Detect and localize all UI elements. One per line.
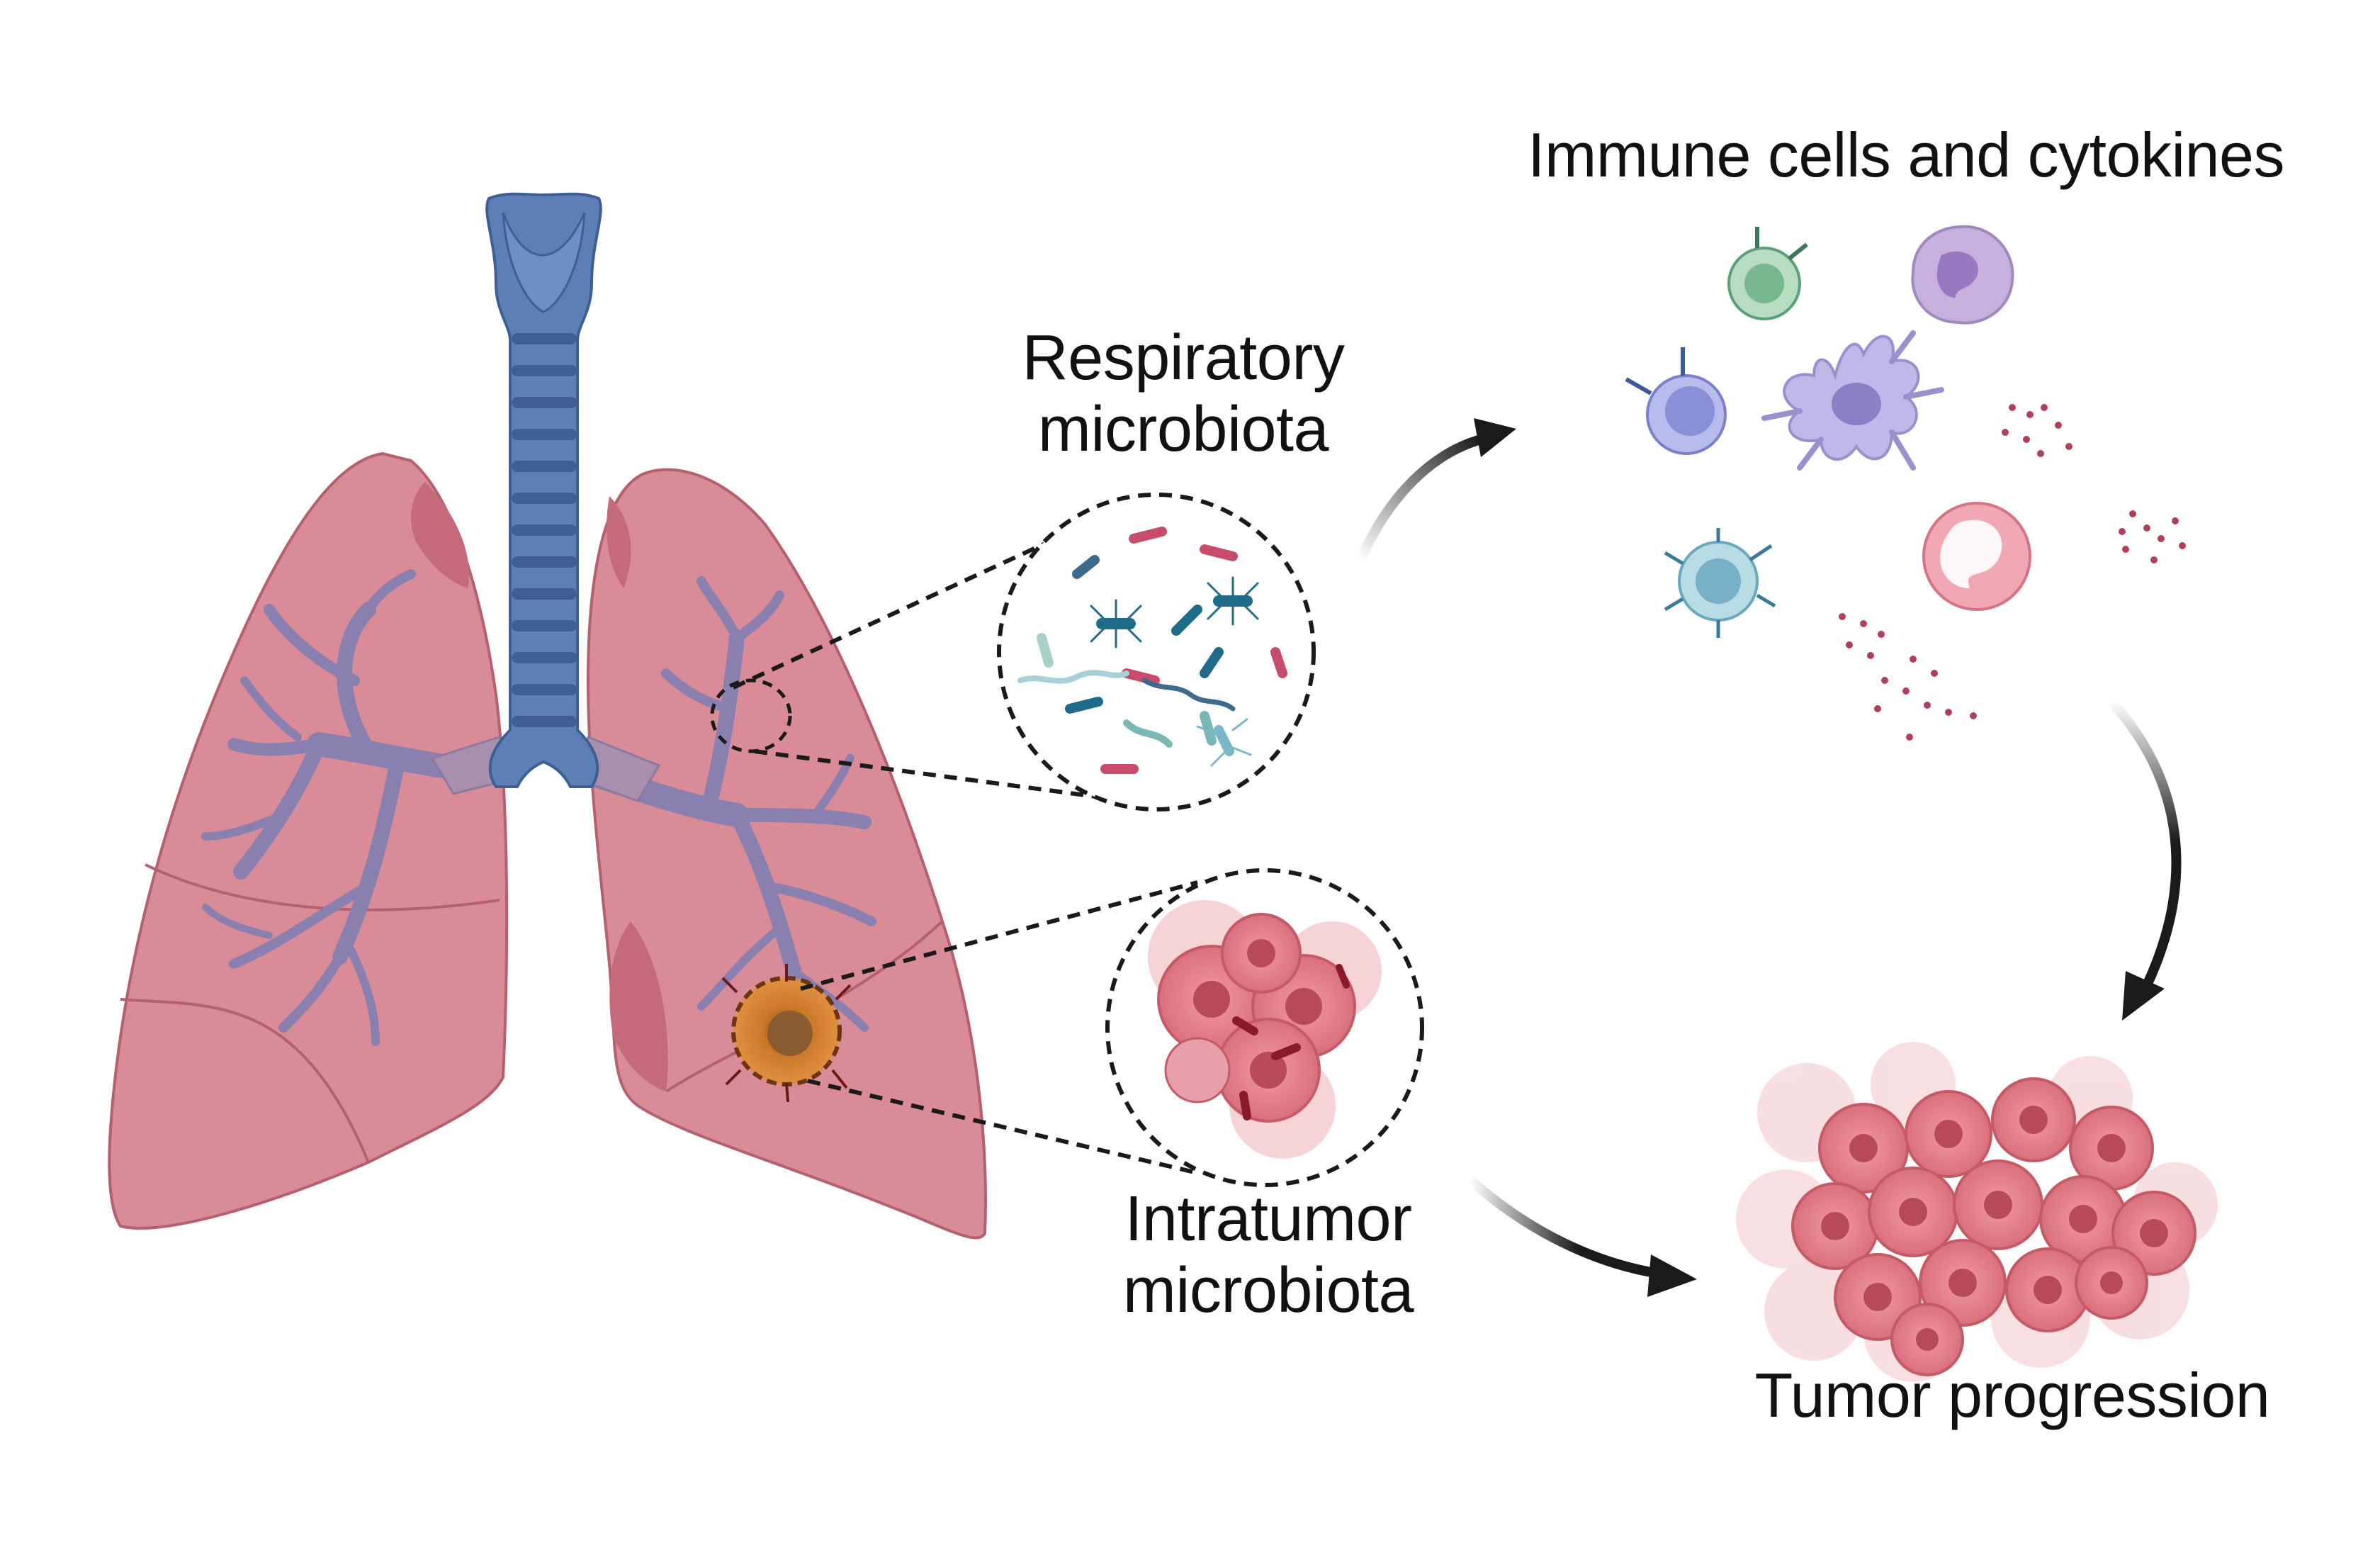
right-lung <box>108 451 509 1230</box>
arrow-immune-to-tumor <box>2107 698 2182 1021</box>
left-lung <box>586 468 987 1240</box>
arrow-to-immune <box>1355 418 1516 562</box>
tracheal-rings <box>512 333 577 727</box>
main-bronchi <box>430 735 661 802</box>
intratumor-microbiota-circle <box>1105 868 1424 1187</box>
intratumor-microbiota-label: Intratumor microbiota <box>1056 1184 1481 1327</box>
immune-cells-label: Immune cells and cytokines <box>1528 120 2284 190</box>
right-bronchial-tree <box>201 569 501 1046</box>
respiratory-zoom-marker <box>710 678 792 753</box>
respiratory-label-line1: Respiratory <box>1022 322 1345 393</box>
bacteria-cluster <box>1017 527 1287 774</box>
respiratory-microbiota-label: Respiratory microbiota <box>971 322 1396 466</box>
arrow-intratumor-to-tumor <box>1467 1176 1697 1297</box>
tumor-cells <box>1791 1077 2196 1376</box>
trachea <box>485 192 602 788</box>
dendritic-cell <box>1761 330 1944 471</box>
flagellated-bacterium <box>1196 718 1252 767</box>
neutrophil <box>1922 502 2031 611</box>
lung-tumor-nodule <box>721 964 852 1103</box>
flagellated-bacterium <box>1090 599 1142 648</box>
tumor-cell-cluster-small <box>1148 900 1382 1159</box>
lungs <box>108 192 987 1240</box>
monocyte <box>1911 225 2014 325</box>
respiratory-microbiota-circle <box>997 493 1316 811</box>
flagellated-bacterium <box>1207 576 1259 626</box>
right-lung-fissure <box>145 863 500 911</box>
zoom-lines <box>732 537 1198 1175</box>
intratumor-label-line1: Intratumor <box>1124 1184 1412 1254</box>
b-cell <box>1727 227 1808 320</box>
t-cell <box>1625 347 1727 455</box>
cytokines <box>1839 404 2186 741</box>
right-lung-notch <box>411 482 469 588</box>
nk-cell <box>1664 528 1776 638</box>
tumor-nuclei <box>1821 1106 2168 1351</box>
immune-cells <box>1625 225 2186 741</box>
tumor-progression-label: Tumor progression <box>1754 1360 2270 1430</box>
left-lung-notch <box>609 921 668 1091</box>
right-lung-fissure <box>120 998 370 1163</box>
respiratory-label-line2: microbiota <box>1037 393 1329 465</box>
intratumor-label-line2: microbiota <box>1122 1254 1414 1326</box>
left-lung-notch <box>607 496 631 588</box>
tumor-mass <box>1736 1042 2218 1382</box>
